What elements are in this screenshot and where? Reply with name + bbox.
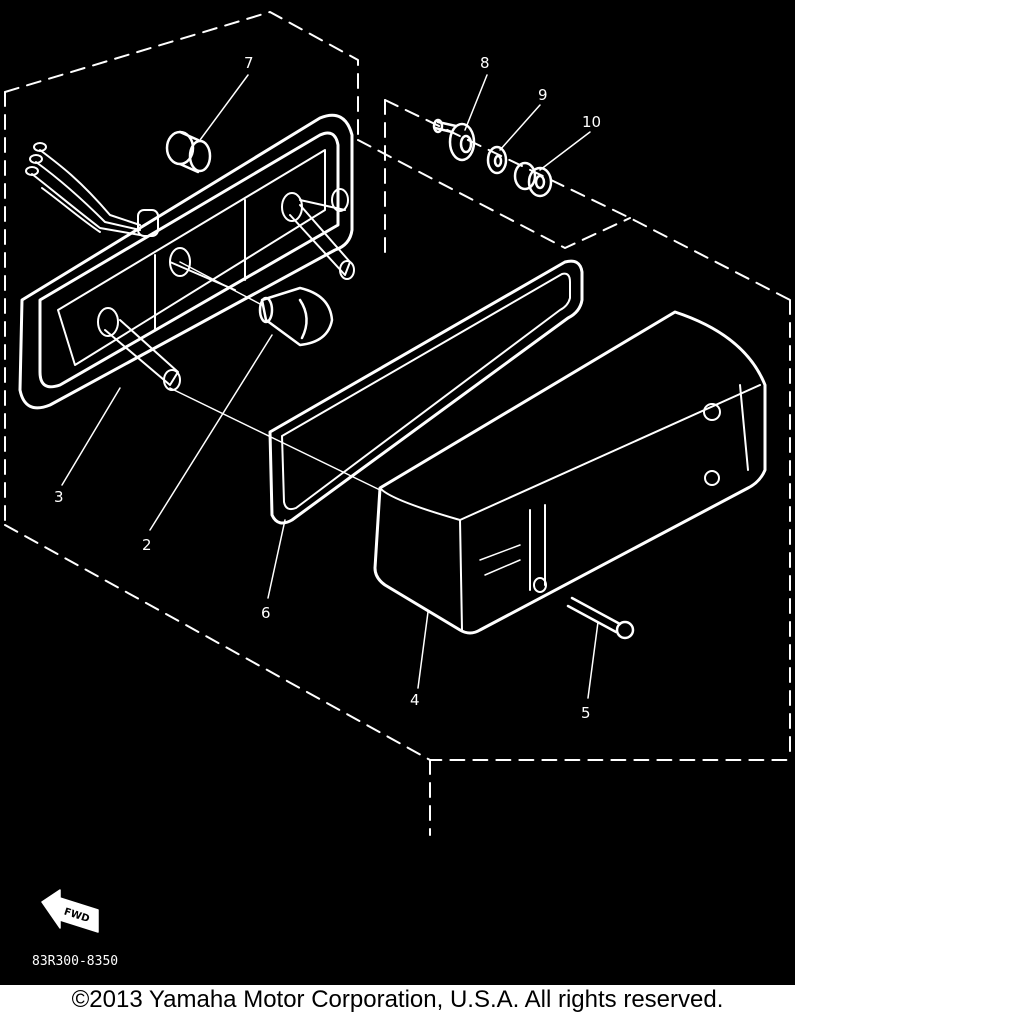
callout-2: 2 xyxy=(142,536,152,554)
callout-4: 4 xyxy=(410,691,420,709)
screw-part-5 xyxy=(566,596,635,640)
callout-7: 7 xyxy=(244,54,254,72)
fwd-arrow-icon: FWD xyxy=(41,889,99,933)
grommet-part-7 xyxy=(165,130,212,174)
callout-10: 10 xyxy=(582,113,601,131)
bolt-part-8 xyxy=(432,118,476,162)
callout-8: 8 xyxy=(480,54,490,72)
lens-guide-line xyxy=(169,387,381,491)
washer-part-9 xyxy=(486,145,508,175)
callout-labels: 7 8 9 10 3 2 6 4 5 xyxy=(54,54,601,722)
wire-harness xyxy=(25,142,159,237)
lens-part-4 xyxy=(373,310,767,635)
part-code: 83R300-8350 xyxy=(32,954,118,969)
assembly-boundary xyxy=(4,11,791,836)
exploded-parts-diagram: 7 8 9 10 3 2 6 4 5 FWD 83R300-8350 xyxy=(0,0,795,985)
gasket-part-6 xyxy=(268,259,584,525)
callout-6: 6 xyxy=(261,604,271,622)
callout-9: 9 xyxy=(538,86,548,104)
bulb-guide-line xyxy=(179,261,263,306)
copyright-notice: ©2013 Yamaha Motor Corporation, U.S.A. A… xyxy=(71,986,724,1013)
leader-lines xyxy=(61,74,599,699)
tail-light-base xyxy=(18,113,355,410)
nut-part-10 xyxy=(513,161,553,198)
callout-5: 5 xyxy=(581,704,591,722)
bulb-part-2 xyxy=(258,286,334,347)
callout-3: 3 xyxy=(54,488,64,506)
